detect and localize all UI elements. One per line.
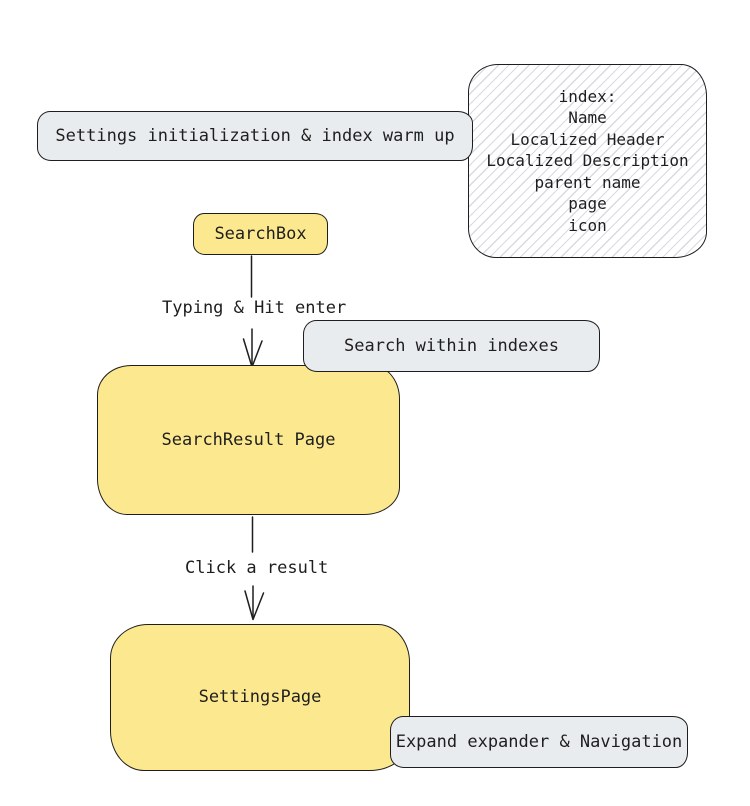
search-result-page-node: SearchResult Page	[97, 365, 400, 515]
edge-label-click: Click a result	[183, 558, 331, 578]
search-within-indexes-node: Search within indexes	[303, 320, 600, 372]
settings-init-node: Settings initialization & index warm up	[37, 111, 473, 161]
settings-init-label: Settings initialization & index warm up	[55, 125, 455, 146]
settings-page-label: SettingsPage	[198, 687, 322, 707]
searchbox-node: SearchBox	[193, 213, 328, 255]
expand-navigation-node: Expand expander & Navigation	[390, 716, 688, 768]
index-note-line: Name	[568, 108, 607, 128]
edge-label-typing: Typing & Hit enter	[160, 298, 349, 318]
search-within-indexes-label: Search within indexes	[344, 335, 559, 356]
arrow-typing-head	[242, 338, 263, 368]
index-note-line: icon	[568, 215, 607, 235]
arrow-click-head	[244, 590, 265, 621]
index-note-line: index:	[558, 86, 617, 106]
index-note-line: parent name	[534, 172, 641, 192]
index-note-line: page	[568, 194, 607, 214]
settings-page-node: SettingsPage	[110, 624, 410, 771]
search-result-page-label: SearchResult Page	[161, 429, 336, 450]
index-note-line: Localized Header	[510, 129, 665, 149]
index-note-line: Localized Description	[486, 151, 689, 171]
searchbox-label: SearchBox	[214, 223, 307, 244]
index-fields-note: index: Name Localized Header Localized D…	[468, 64, 707, 258]
expand-navigation-label: Expand expander & Navigation	[395, 731, 683, 752]
